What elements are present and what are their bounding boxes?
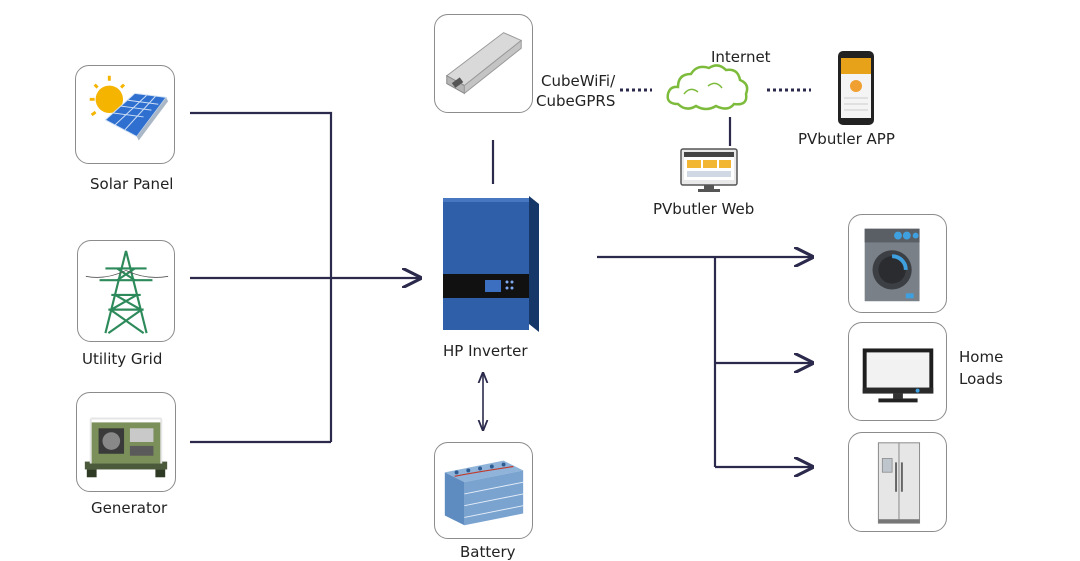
battery-label: Battery: [460, 543, 516, 561]
wifi-module-icon: [445, 32, 523, 95]
cloud-icon: [666, 64, 749, 111]
hp-inverter-icon: [443, 196, 539, 332]
generator-label: Generator: [91, 499, 168, 517]
tv-icon: [862, 348, 934, 403]
battery-box: [434, 442, 533, 539]
tv-box: [848, 322, 947, 421]
transmission-tower-icon: [85, 250, 169, 335]
solar-panel-icon: [89, 75, 169, 141]
pvbutler-web-label: PVbutler Web: [653, 200, 755, 218]
refrigerator-box: [848, 432, 947, 532]
washing-machine-box: [848, 214, 947, 313]
solar-line: [190, 111, 333, 442]
hp-inverter-label: HP Inverter: [443, 342, 528, 360]
monitor-icon: [680, 148, 738, 192]
internet-label: Internet: [711, 48, 771, 66]
pvbutler-app-label: PVbutler APP: [798, 130, 895, 148]
home-loads-label-line2: Loads: [959, 370, 1003, 388]
cubewifi-label-line2: CubeGPRS: [536, 92, 616, 110]
generator-icon: [84, 417, 168, 478]
cubewifi-box: [434, 14, 533, 113]
utility-grid-box: [77, 240, 175, 342]
generator-box: [76, 392, 176, 492]
cubewifi-label-line1: CubeWiFi/: [541, 72, 616, 90]
battery-pack-icon: [444, 460, 524, 526]
solar-panel-box: [75, 65, 175, 164]
smartphone-icon: [838, 51, 874, 125]
washing-machine-icon: [864, 228, 920, 302]
solar-panel-label: Solar Panel: [90, 175, 174, 193]
refrigerator-icon: [877, 442, 921, 524]
home-loads-label-line1: Home: [959, 348, 1004, 366]
utility-grid-label: Utility Grid: [82, 350, 163, 368]
